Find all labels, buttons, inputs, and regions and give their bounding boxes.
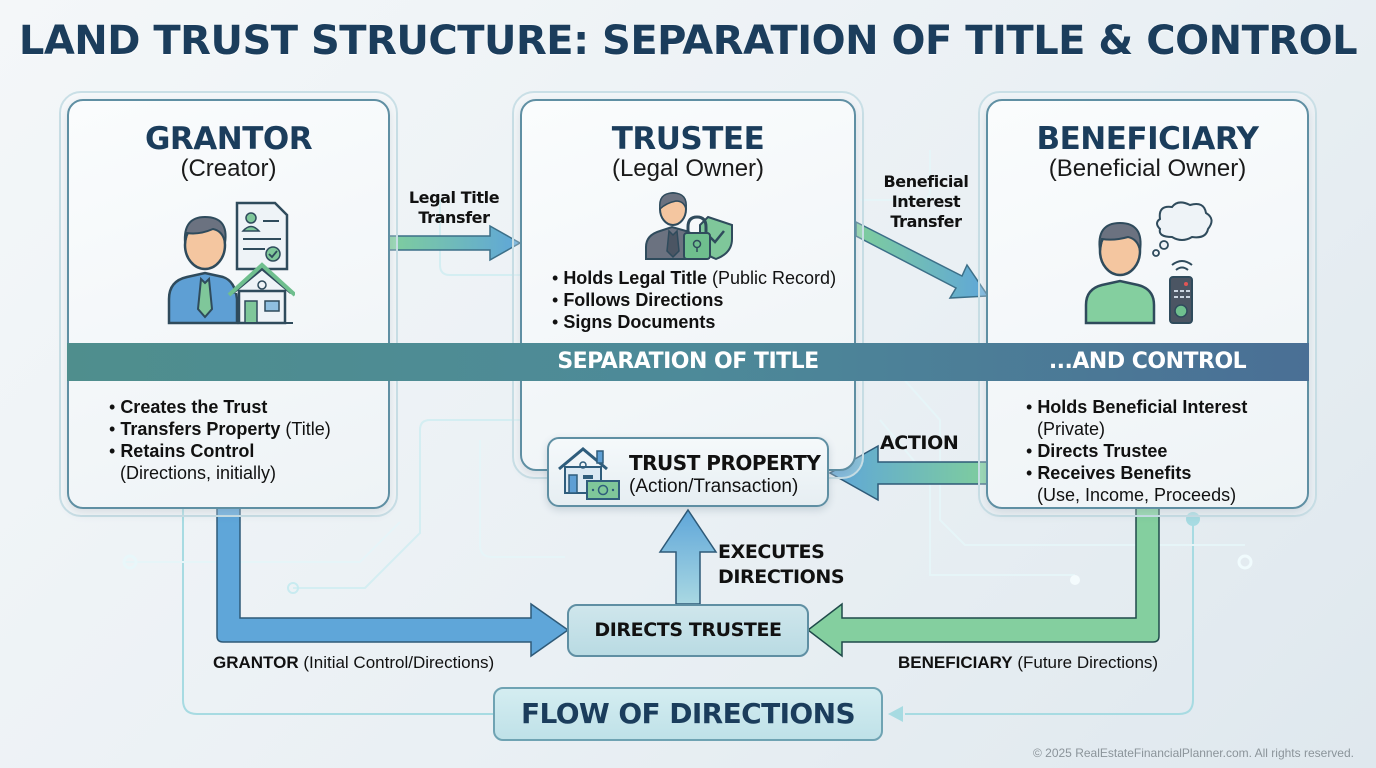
label-line: Beneficial <box>883 172 969 191</box>
grantor-bullets: • Creates the Trust • Transfers Property… <box>109 396 379 484</box>
grantor-bullet: • Creates the Trust <box>109 397 268 417</box>
grantor-direction-label: GRANTOR (Initial Control/Directions) <box>213 653 494 673</box>
flow-of-directions-box: FLOW OF DIRECTIONS <box>493 687 883 741</box>
circuit-lines <box>125 150 1245 715</box>
trustee-bullets: • Holds Legal Title (Public Record) • Fo… <box>552 267 852 333</box>
circuit-node <box>1070 575 1080 585</box>
action-label: ACTION <box>880 432 959 454</box>
legal-title-transfer-arrow <box>387 224 522 262</box>
grantor-bullet: • Retains Control <box>109 441 255 461</box>
label-line: DIRECTIONS <box>718 566 845 588</box>
circuit-node <box>122 554 138 570</box>
copyright-notice: © 2025 RealEstateFinancialPlanner.com. A… <box>1032 746 1354 760</box>
beneficiary-subtitle: (Beneficial Owner) <box>1048 155 1247 182</box>
beneficiary-bullet: • Receives Benefits <box>1026 463 1192 483</box>
person-with-thought-and-remote-icon <box>1084 201 1213 325</box>
trust-property-title: TRUST PROPERTY <box>629 451 821 475</box>
executes-directions-arrow <box>658 508 718 605</box>
directs-trustee-label: DIRECTS TRUSTEE <box>594 619 782 641</box>
grantor-bullet-note: (Directions, initially) <box>120 463 277 483</box>
separation-of-title-label: SEPARATION OF TITLE <box>557 349 819 374</box>
person-with-lock-and-shield-icon <box>645 192 733 261</box>
trustee-title: TRUSTEE <box>611 121 765 157</box>
beneficial-interest-transfer-arrow <box>855 220 990 299</box>
trust-property-subtitle: (Action/Transaction) <box>629 476 799 497</box>
circuit-node <box>1237 554 1253 570</box>
trustee-bullet: • Follows Directions <box>552 290 724 310</box>
and-control-label: ...AND CONTROL <box>1048 349 1247 374</box>
grantor-subtitle: (Creator) <box>180 155 277 182</box>
beneficiary-bullets: • Holds Beneficial Interest (Private) • … <box>1026 396 1306 506</box>
circuit-line <box>182 500 494 715</box>
trust-property-box: TRUST PROPERTY (Action/Transaction) <box>547 437 829 507</box>
circuit-line <box>125 521 401 563</box>
label-line: Legal Title <box>408 188 500 207</box>
trustee-card: TRUSTEE (Legal Owner) • Holds Legal Titl… <box>520 99 856 471</box>
page-title: LAND TRUST STRUCTURE: SEPARATION OF TITL… <box>18 18 1358 64</box>
circuit-line <box>905 520 1194 715</box>
beneficiary-direction-label: BENEFICIARY (Future Directions) <box>898 653 1158 673</box>
grantor-card: GRANTOR (Creator) • Creates the Trust • … <box>67 99 390 509</box>
executes-directions-label: EXECUTES DIRECTIONS <box>718 540 845 590</box>
label-normal: (Future Directions) <box>1012 653 1159 672</box>
beneficial-interest-transfer-label: Beneficial Interest Transfer <box>868 172 984 232</box>
label-line: Transfer <box>418 208 490 227</box>
circuit-line <box>293 419 520 589</box>
beneficiary-bullet-note: (Private) <box>1037 419 1106 439</box>
trustee-bullet: • Signs Documents <box>552 312 716 332</box>
person-with-document-and-house-icon <box>167 201 295 325</box>
beneficiary-bullet: • Directs Trustee <box>1026 441 1168 461</box>
separation-band <box>67 343 1309 381</box>
label-normal: (Initial Control/Directions) <box>298 653 495 672</box>
house-with-money-icon <box>558 447 620 500</box>
flow-arrowhead <box>888 706 903 722</box>
grantor-bullet: • Transfers Property (Title) <box>109 419 331 439</box>
circuit-node <box>287 582 299 594</box>
flow-of-directions-label: FLOW OF DIRECTIONS <box>520 697 856 730</box>
label-line: Interest <box>891 192 961 211</box>
circuit-line <box>879 419 1075 576</box>
label-line: Transfer <box>890 212 962 231</box>
trustee-subtitle: (Legal Owner) <box>611 155 765 182</box>
beneficiary-bullet-note: (Use, Income, Proceeds) <box>1037 485 1237 505</box>
grantor-direction-arrow <box>216 507 570 658</box>
circuit-line <box>439 200 520 276</box>
action-arrow <box>828 444 991 502</box>
directs-trustee-box: DIRECTS TRUSTEE <box>567 604 809 657</box>
beneficiary-title: BENEFICIARY <box>1036 121 1259 157</box>
circuit-line <box>899 374 1245 546</box>
beneficiary-direction-arrow <box>806 507 1160 658</box>
label-bold: BENEFICIARY <box>898 653 1013 672</box>
beneficiary-bullet: • Holds Beneficial Interest <box>1026 397 1248 417</box>
trustee-bullet: • Holds Legal Title (Public Record) <box>552 268 837 288</box>
legal-title-transfer-label: Legal Title Transfer <box>396 188 512 228</box>
label-bold: GRANTOR <box>213 653 299 672</box>
beneficiary-card: BENEFICIARY (Beneficial Owner) • Holds B… <box>986 99 1309 509</box>
circuit-line <box>860 150 931 201</box>
circuit-line <box>479 440 565 558</box>
label-line: EXECUTES <box>718 541 825 563</box>
grantor-title: GRANTOR <box>144 121 313 157</box>
